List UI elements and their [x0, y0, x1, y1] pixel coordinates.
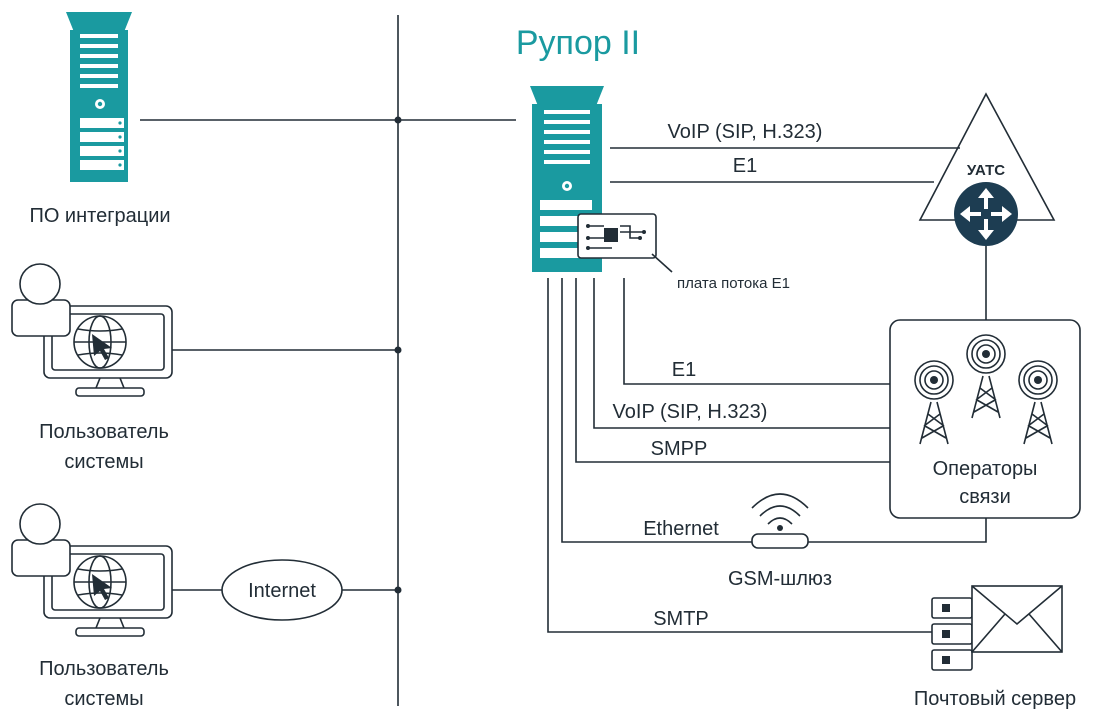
pbx-e1-label: E1: [733, 155, 757, 177]
gsm-operators-link: [808, 518, 987, 543]
pbx-label: УАТС: [967, 162, 1005, 179]
user2-label-line2: системы: [64, 688, 143, 710]
cell-tower-icon: [914, 334, 1058, 445]
operators-box: [889, 319, 1081, 519]
operators-label-line2: связи: [959, 486, 1011, 508]
mail-smtp-link: [547, 278, 932, 633]
internet-cloud-icon: [221, 559, 343, 621]
user2-label-line1: Пользователь: [39, 658, 169, 680]
user-computer-icon: [11, 503, 173, 637]
integration-server-icon: [66, 12, 132, 182]
operators-e1-label: E1: [672, 359, 696, 381]
integration-label: ПО интеграции: [29, 205, 170, 227]
e1-board-label: плата потока E1: [677, 275, 790, 292]
operators-smpp-label: SMPP: [651, 438, 708, 460]
user-computer-icon: [11, 263, 173, 397]
mail-server-label: Почтовый сервер: [914, 688, 1076, 710]
user1-label-line2: системы: [64, 451, 143, 473]
internet-label: Internet: [248, 580, 316, 602]
e1-board-icon: [577, 213, 673, 273]
operators-voip-label: VoIP (SIP, H.323): [613, 401, 768, 423]
gsm-ethernet-link: [561, 278, 752, 543]
pbx-icon: [918, 92, 1056, 246]
gsm-ethernet-label: Ethernet: [643, 518, 719, 540]
system-title: Рупор II: [516, 24, 640, 62]
operators-e1-link: [623, 278, 890, 385]
gsm-gateway-icon: [751, 493, 809, 549]
pbx-voip-label: VoIP (SIP, H.323): [668, 121, 823, 143]
operators-voip-link: [593, 278, 890, 429]
operators-smpp-link: [575, 278, 890, 463]
mail-server-icon: [931, 585, 1063, 671]
mail-smtp-label: SMTP: [653, 608, 709, 630]
operators-label-line1: Операторы: [933, 458, 1038, 480]
gsm-gateway-label: GSM-шлюз: [728, 568, 832, 590]
user1-label-line1: Пользователь: [39, 421, 169, 443]
rupor-server-icon: [530, 86, 604, 272]
